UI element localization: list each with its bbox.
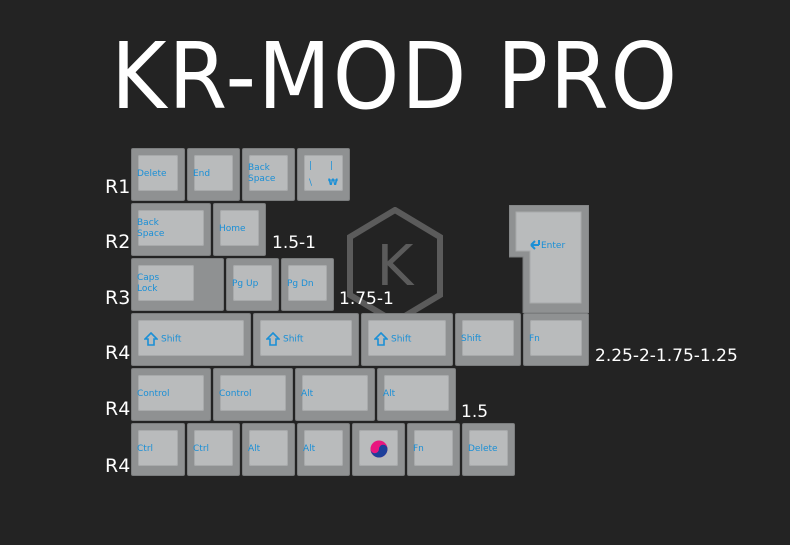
enter-arrow-icon [530, 240, 540, 250]
key-pg-dn: Pg Dn [281, 258, 334, 311]
key-shift-175: Shift [361, 313, 453, 366]
key-control-2: Control [213, 368, 293, 421]
note-r3: 1.75-1 [339, 289, 394, 309]
key-shift-2: Shift [253, 313, 359, 366]
key-backspace-r1: Back Space [242, 148, 295, 201]
key-ctrl-1: Ctrl [131, 423, 185, 476]
key-delete: Delete [131, 148, 185, 201]
key-shift-125: Shift [455, 313, 521, 366]
key-fn-r4: Fn [523, 313, 589, 366]
row-label-r4a: R4 [105, 342, 131, 364]
key-caps-lock: Caps Lock [131, 258, 224, 311]
row-label-r2: R2 [105, 231, 131, 253]
key-alt-r6-2: Alt [297, 423, 350, 476]
key-korean-symbol: | | \ ₩ [297, 148, 350, 201]
page-title: KR-MOD PRO [110, 23, 680, 130]
shift-arrow-icon [374, 332, 388, 346]
key-fn-r6: Fn [407, 423, 460, 476]
key-alt-r5-2: Alt [377, 368, 456, 421]
key-delete-r6: Delete [462, 423, 515, 476]
note-r5: 1.5 [461, 402, 489, 422]
key-pg-up: Pg Up [226, 258, 279, 311]
key-enter: Enter [509, 205, 589, 313]
key-alt-r6-1: Alt [242, 423, 295, 476]
key-ctrl-2: Ctrl [187, 423, 240, 476]
key-shift-225: Shift [131, 313, 251, 366]
logo-letter: K [377, 234, 415, 299]
row-label-r3: R3 [105, 287, 131, 309]
key-control-1: Control [131, 368, 211, 421]
note-r4: 2.25-2-1.75-1.25 [595, 346, 738, 366]
enter-label: Enter [541, 241, 565, 251]
row-label-r1: R1 [105, 176, 131, 198]
shift-arrow-icon [266, 332, 280, 346]
taegeuk-icon [370, 440, 388, 458]
key-backspace-r2: Back Space [131, 203, 211, 256]
note-r2: 1.5-1 [272, 233, 316, 253]
row-label-r4c: R4 [105, 455, 131, 477]
key-alt-r5-1: Alt [295, 368, 375, 421]
key-home: Home [213, 203, 266, 256]
key-end: End [187, 148, 240, 201]
row-label-r4b: R4 [105, 398, 131, 420]
shift-arrow-icon [144, 332, 158, 346]
key-taegeuk [352, 423, 405, 476]
